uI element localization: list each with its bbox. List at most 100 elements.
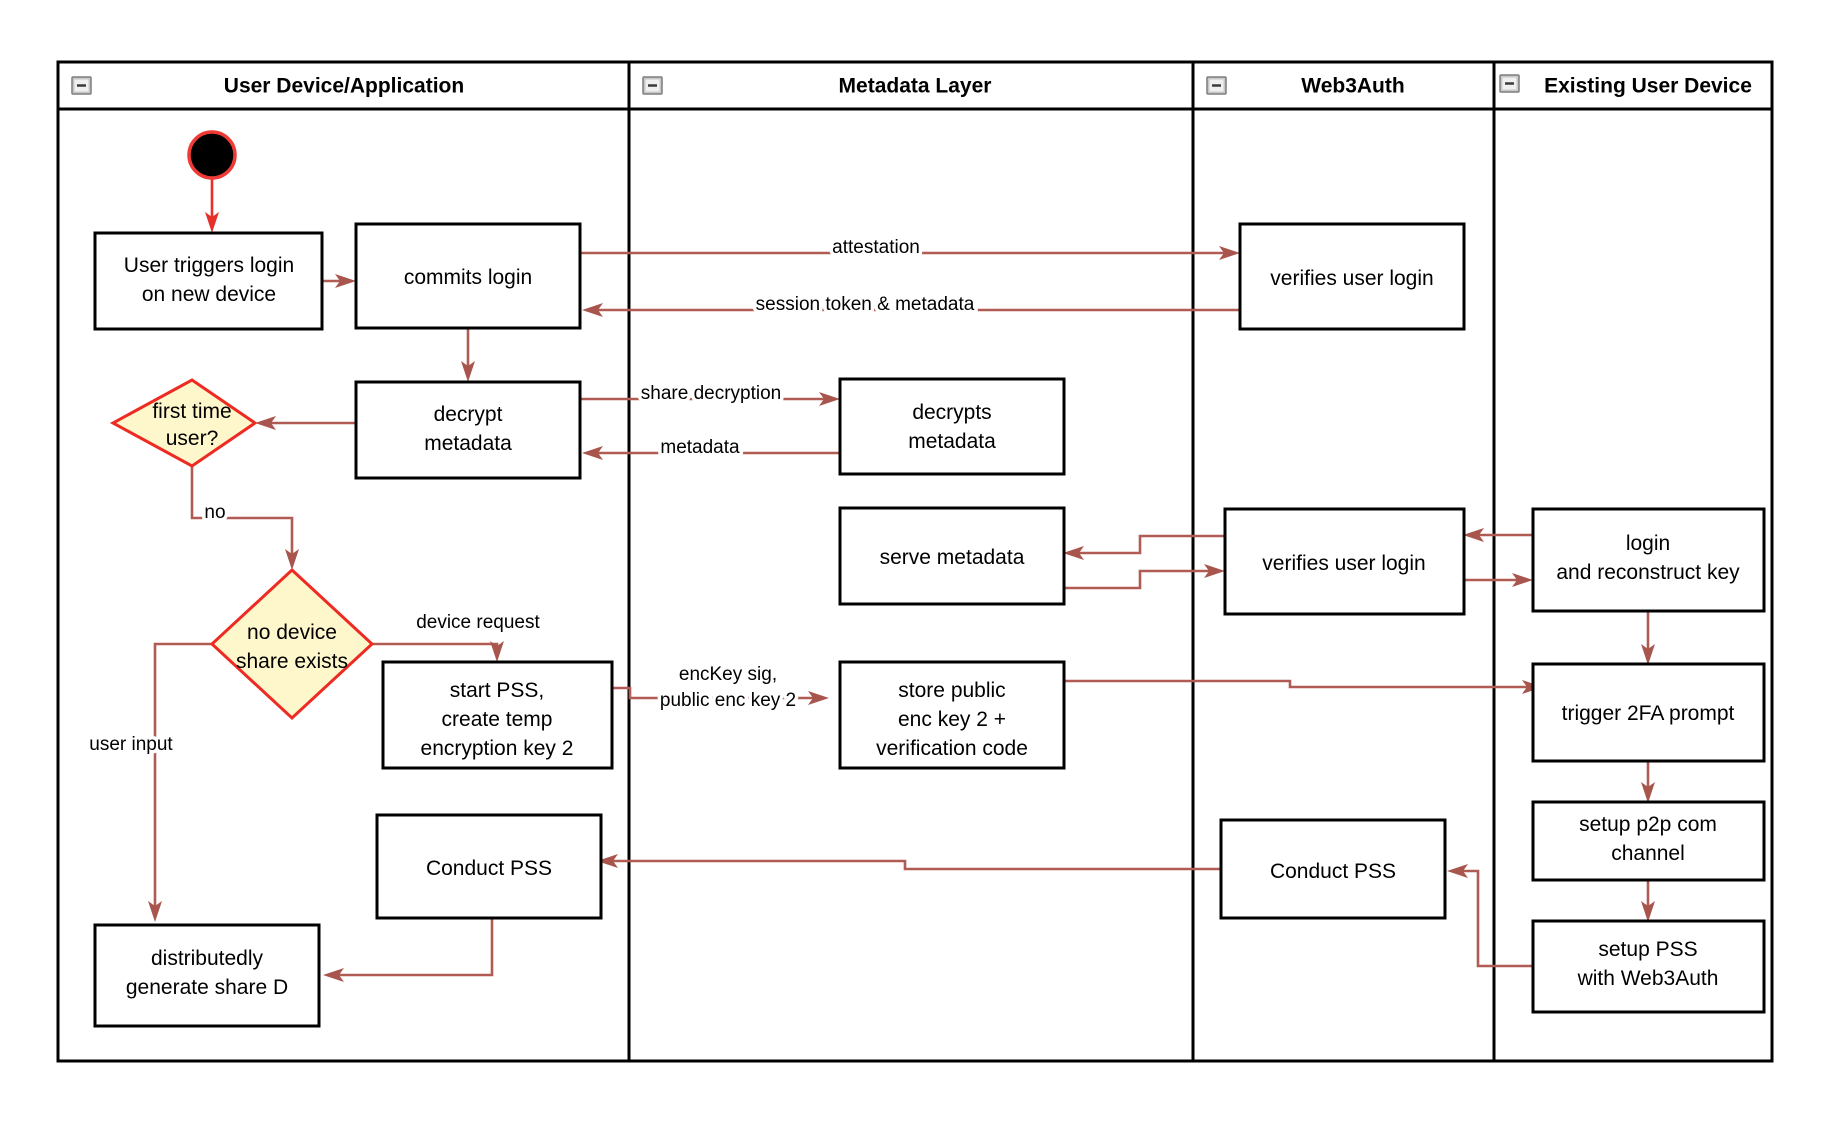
node-label-line: serve metadata [880,546,1025,569]
node-setup-pss-with-web3auth[interactable]: setup PSS with Web3Auth [1531,919,1766,1014]
svg-text:metadata: metadata [660,437,740,458]
node-label-line: create temp [442,708,553,731]
edge-setup-pss-with-web3auth-to-conduct-pss-web3auth [1447,864,1533,968]
lane-header-metadata-layer[interactable]: Metadata Layer [642,75,992,98]
node-store-public-enc-key-2[interactable]: store public enc key 2 + verification co… [838,660,1066,770]
node-label-line: and reconstruct key [1556,561,1740,584]
node-label-line: distributedly [151,947,264,970]
edge-label-user-input-text: user input [89,734,173,755]
edge-conduct-pss-web3auth-to-conduct-pss-user [597,854,1221,871]
edge-serve-metadata-to-verifies-user-login-bottom [1063,564,1225,590]
node-label-line: metadata [424,432,512,455]
node-label-line: Conduct PSS [426,857,552,880]
edge-label-device-request: device request device request [413,609,544,637]
node-label-line: Conduct PSS [1270,860,1396,883]
edge-commits-login-to-decrypt-metadata [461,328,475,382]
node-label-line: decrypts [912,401,991,424]
node-verifies-user-login-top[interactable]: verifies user login [1238,222,1466,331]
edge-label-share-decryption: share decryption share decryption [637,380,784,408]
node-label-line: verification code [876,737,1028,760]
edge-first-time-user-to-no-device-share-exists [190,466,299,570]
minus-box-icon[interactable] [71,76,92,95]
svg-text:encKey sig,: encKey sig, [679,664,777,685]
node-label-line: decrypt [434,403,503,426]
svg-text:attestation: attestation [832,237,920,258]
node-label-line: User triggers login [124,254,294,277]
node-label-line: encryption key 2 [421,737,574,760]
minus-box-icon[interactable] [642,76,663,95]
lane-title-metadata-layer: Metadata Layer [839,75,992,98]
node-label-line: on new device [142,283,276,306]
node-decrypts-metadata[interactable]: decrypts metadata [838,377,1066,476]
edge-no-device-share-exists-to-start-pss [372,641,504,662]
svg-text:device request: device request [416,612,540,633]
node-label-line: user? [166,427,219,450]
edge-no-device-share-exists-to-distributedly-generate-share-d [148,642,212,922]
edge-decrypts-metadata-to-decrypt-metadata [582,446,840,460]
node-no-device-share-exists[interactable]: no device share exists [209,567,375,721]
svg-text:user input: user input [89,734,173,755]
node-label-line: verifies user login [1270,267,1433,290]
edge-label-session-token-text: session token & metadata [756,294,975,315]
node-serve-metadata[interactable]: serve metadata [838,506,1066,606]
edge-label-enckey-sig: encKey sig, encKey sig, public enc key 2… [656,661,799,715]
node-conduct-pss-web3auth[interactable]: Conduct PSS [1219,818,1447,920]
node-label-line: store public [898,679,1005,702]
minus-box-icon[interactable] [1499,74,1520,93]
node-label-line: channel [1611,842,1685,865]
node-user-triggers-login[interactable]: User triggers login on new device [93,231,324,331]
node-conduct-pss-user[interactable]: Conduct PSS [375,813,603,920]
node-setup-p2p-com-channel[interactable]: setup p2p com channel [1531,800,1766,882]
edge-label-user-input: user input user input [86,731,177,759]
node-label-line: first time [152,400,231,423]
edge-label-device-request-text: device request [416,612,540,633]
node-decrypt-metadata[interactable]: decrypt metadata [354,380,582,480]
node-distributedly-generate-share-d[interactable]: distributedly generate share D [93,923,321,1028]
edge-conduct-pss-user-to-distributedly-generate-share-d [323,918,494,982]
edge-login-and-reconstruct-key-to-verifies-user-login-bottom [1463,528,1533,542]
lane-title-existing-user-device: Existing User Device [1544,75,1752,98]
edge-label-enckey-sig-line2: public enc key 2 [660,690,796,711]
edge-label-share-decryption-text: share decryption [641,383,781,404]
lane-header-web3auth[interactable]: Web3Auth [1206,75,1405,98]
node-initial-start[interactable] [187,130,237,180]
node-login-and-reconstruct-key[interactable]: login and reconstruct key [1531,507,1766,613]
edge-label-attestation: attestation attestation [829,234,924,262]
edge-user-triggers-login-to-commits-login [322,274,356,288]
edge-label-session-token-and-metadata: session token & metadata session token &… [752,291,978,319]
node-label-line: metadata [908,430,996,453]
edge-start-pss-to-store-public-enc-key-2 [612,686,829,705]
lane-header-user-device[interactable]: User Device/Application [71,75,464,98]
edge-layer [148,178,1655,982]
node-label-line: enc key 2 + [898,708,1006,731]
node-label-line: login [1626,532,1670,555]
node-first-time-user[interactable]: first time user? [109,378,258,468]
lane-header-existing-user-device[interactable]: Existing User Device [1499,74,1752,98]
node-label-line: start PSS, [450,679,545,702]
edge-label-layer: attestation attestation session token & … [86,234,978,759]
node-label-line: trigger 2FA prompt [1562,702,1735,725]
node-layer: User triggers login on new device commit… [93,130,1766,1028]
svg-text:public enc key 2: public enc key 2 [660,690,796,711]
node-start-pss-create-temp-key[interactable]: start PSS, create temp encryption key 2 [381,660,614,770]
node-label-line: share exists [236,650,348,673]
edge-trigger-2fa-prompt-to-setup-p2p-com-channel [1641,761,1655,803]
node-verifies-user-login-bottom[interactable]: verifies user login [1223,507,1466,616]
edge-label-attestation-text: attestation [832,237,920,258]
edge-verifies-user-login-to-commits-login [582,303,1240,317]
svg-text:share decryption: share decryption [641,383,781,404]
node-commits-login[interactable]: commits login [354,222,582,330]
svg-text:no: no [204,502,225,523]
edge-login-and-reconstruct-key-to-trigger-2fa-prompt [1641,611,1655,665]
edge-commits-login-to-verifies-user-login [580,246,1240,260]
node-trigger-2fa-prompt[interactable]: trigger 2FA prompt [1531,662,1766,763]
edge-verifies-user-login-bottom-to-login-and-reconstruct-key [1463,573,1533,587]
node-label-line: commits login [404,266,532,289]
svg-text:session token & metadata: session token & metadata [756,294,975,315]
lane-title-user-device: User Device/Application [224,75,464,98]
minus-box-icon[interactable] [1206,76,1227,95]
edge-decrypt-metadata-to-first-time-user [255,416,356,430]
edge-label-no-text: no [204,502,225,523]
edge-verifies-user-login-bottom-to-serve-metadata [1063,534,1225,560]
